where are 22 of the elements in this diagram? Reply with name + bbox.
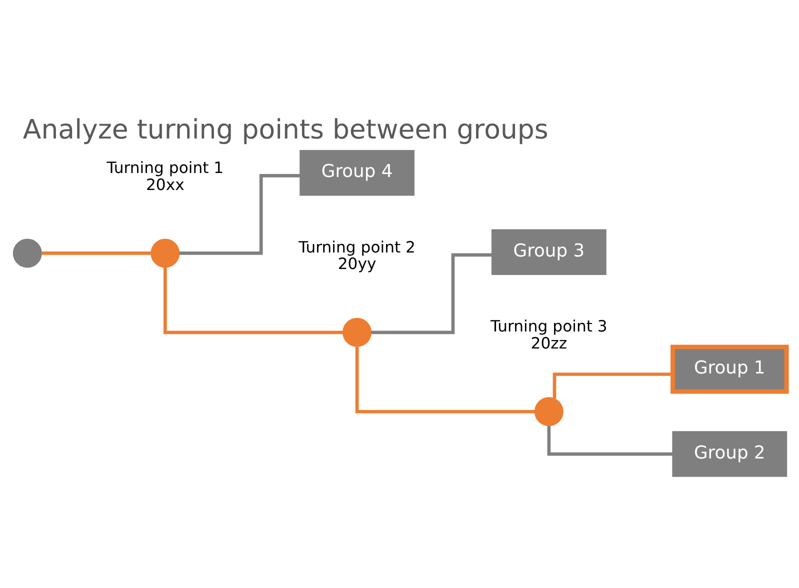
node-box: Group 1	[670, 344, 788, 394]
node-label: Turning point 1	[106, 158, 224, 177]
connector	[163, 266, 342, 334]
node-label: 20xx	[146, 175, 184, 194]
connector	[552, 372, 672, 398]
node-circle	[12, 238, 42, 268]
node-circle	[534, 396, 563, 426]
connector	[178, 174, 300, 254]
connector	[354, 346, 534, 413]
node-label: Turning point 3	[490, 317, 607, 336]
node-label: Turning point 2	[298, 238, 416, 256]
node-circle	[150, 238, 180, 268]
connector	[370, 252, 492, 334]
connector	[41, 251, 150, 254]
node-circle	[342, 317, 372, 346]
node-label: 20yy	[337, 254, 376, 273]
node-box: Group 3	[490, 228, 606, 274]
node-label: 20zz	[530, 334, 567, 352]
connector	[546, 426, 672, 456]
node-box: Group 4	[299, 150, 414, 196]
diagram-title: Analyze turning points between groups	[22, 114, 548, 146]
node-box: Group 2	[672, 430, 787, 476]
